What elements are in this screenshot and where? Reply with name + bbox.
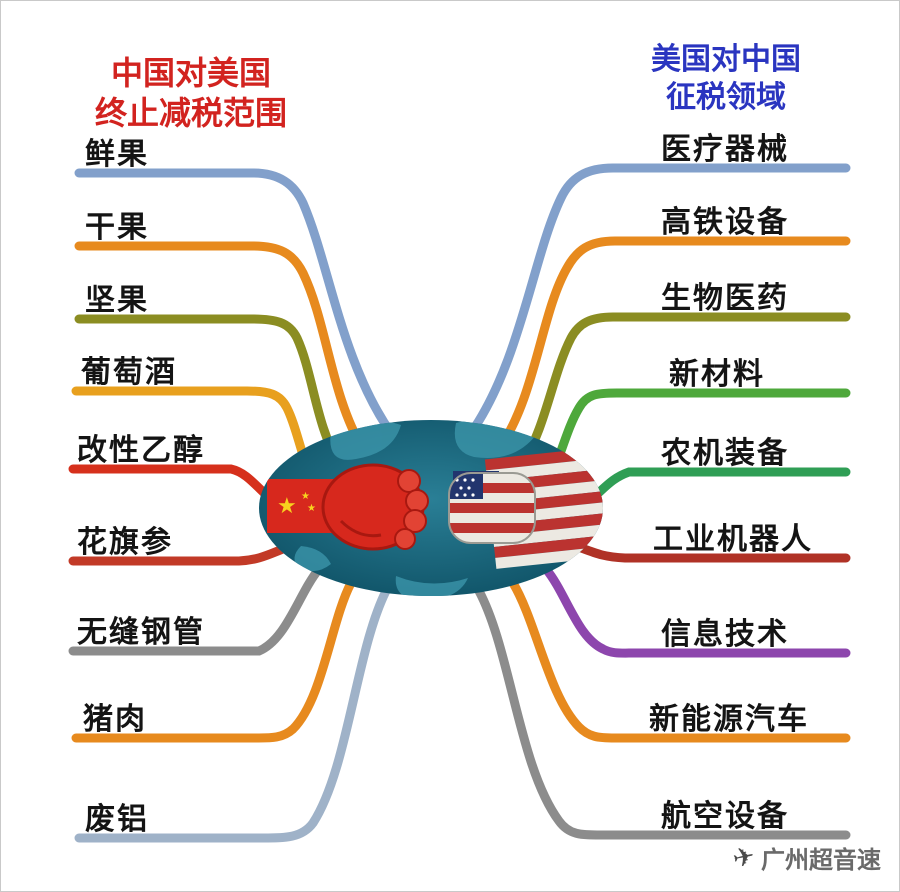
svg-text:★: ★ [307, 503, 316, 514]
label-left-4: 葡萄酒 [81, 355, 177, 390]
branch-left-1 [74, 168, 396, 438]
label-left-3: 坚果 [85, 283, 149, 318]
branch-right-9 [474, 586, 851, 840]
svg-text:★: ★ [277, 494, 297, 519]
branch-left-7 [68, 564, 324, 656]
label-right-7: 信息技术 [661, 617, 789, 652]
label-right-5: 农机装备 [661, 436, 789, 471]
branch-left-3 [74, 314, 344, 468]
left-title-line2: 终止减税范围 [94, 94, 287, 132]
right-title: 美国对中国 征税领域 [601, 41, 851, 116]
china-fist [321, 463, 429, 551]
paper-plane-icon: ✈ [730, 840, 758, 875]
left-title: 中国对美国 终止减税范围 [61, 53, 321, 133]
label-left-7: 无缝钢管 [77, 615, 205, 650]
branch-right-7 [541, 564, 851, 658]
branch-left-5 [68, 464, 284, 511]
label-left-2: 干果 [85, 210, 149, 245]
branch-left-9 [74, 586, 391, 843]
watermark-text: 广州超音速 [761, 846, 881, 874]
label-right-1: 医疗器械 [661, 132, 789, 167]
branch-right-2 [494, 236, 851, 454]
label-right-9: 航空设备 [661, 799, 789, 834]
right-branches [466, 163, 851, 840]
right-title-line2: 征税领域 [666, 79, 786, 115]
svg-text:★: ★ [301, 491, 310, 502]
label-right-2: 高铁设备 [661, 205, 789, 240]
watermark: ✈ 广州超音速 [730, 840, 881, 875]
label-left-6: 花旗参 [77, 525, 173, 560]
branch-right-3 [518, 312, 851, 468]
right-title-line1: 美国对中国 [651, 42, 801, 77]
left-title-line1: 中国对美国 [110, 54, 271, 92]
branch-left-8 [71, 578, 356, 743]
us-fist [448, 472, 536, 544]
center-globe: ★ ★ ★ [259, 420, 603, 596]
label-left-1: 鲜果 [85, 137, 149, 172]
branch-right-8 [508, 578, 851, 743]
label-right-6: 工业机器人 [653, 522, 813, 557]
label-left-5: 改性乙醇 [77, 433, 205, 468]
label-left-8: 猪肉 [83, 702, 147, 737]
label-left-9: 废铝 [85, 802, 149, 837]
label-right-4: 新材料 [669, 357, 765, 392]
label-right-8: 新能源汽车 [649, 702, 809, 737]
branch-right-5 [578, 467, 851, 511]
branch-left-2 [74, 241, 368, 454]
label-right-3: 生物医药 [661, 281, 789, 316]
branch-right-1 [466, 163, 851, 438]
